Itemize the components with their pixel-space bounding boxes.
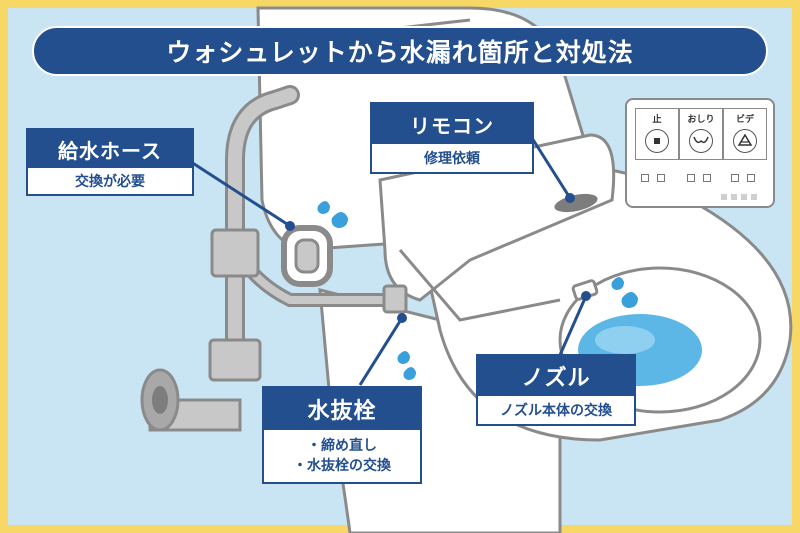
remote-indicator	[687, 174, 695, 182]
callout-heading: リモコン	[372, 104, 532, 144]
callout-remote: リモコン 修理依頼	[370, 102, 534, 174]
water-drop-icon	[611, 277, 624, 290]
remote-indicator	[731, 194, 737, 200]
remote-button-label: おしり	[687, 115, 715, 125]
stop-icon	[645, 129, 669, 153]
callout-body-line: 修理依頼	[424, 151, 480, 167]
pipe-joint	[208, 338, 262, 382]
remote-button-label: ビデ	[735, 115, 754, 125]
remote-button-stop: 止	[635, 108, 679, 160]
callout-heading: 給水ホース	[28, 130, 192, 168]
remote-control-panel: 止 おしり ビデ	[625, 98, 775, 208]
remote-indicator	[747, 174, 755, 182]
remote-button-front: ビデ	[723, 108, 767, 160]
remote-indicator	[721, 194, 727, 200]
drain-plug-fitting	[382, 284, 408, 314]
leader-line-valve	[358, 317, 404, 386]
callout-body-line: ノズル本体の交換	[500, 403, 612, 419]
remote-button-rear: おしり	[679, 108, 723, 160]
callout-nozzle: ノズル ノズル本体の交換	[476, 354, 636, 426]
bidet-front-icon	[733, 129, 757, 153]
remote-indicator	[703, 174, 711, 182]
remote-indicator	[731, 174, 739, 182]
valve-fitting	[210, 228, 260, 278]
remote-indicator	[751, 194, 757, 200]
callout-drain-valve: 水抜栓 ・締め直し ・水抜栓の交換	[262, 386, 422, 484]
washlet-arm	[398, 249, 561, 322]
callout-heading: 水抜栓	[264, 388, 420, 430]
water-drop-icon	[331, 212, 348, 228]
water-drop-icon	[397, 351, 410, 364]
callout-body-line: ・締め直し	[307, 438, 377, 454]
water-drop-icon	[621, 292, 638, 308]
leader-line-remote	[530, 137, 572, 199]
leader-line-hose	[187, 158, 291, 228]
remote-indicator	[657, 174, 665, 182]
bidet-rear-icon	[689, 129, 713, 153]
callout-supply-hose: 給水ホース 交換が必要	[26, 128, 194, 196]
water-drop-icon	[317, 201, 330, 214]
callout-heading: ノズル	[478, 356, 634, 396]
water-drop-icon	[403, 367, 416, 380]
callout-body-line: ・水抜栓の交換	[293, 458, 391, 474]
leader-line-nozzle	[558, 295, 588, 356]
toilet-bowl-water-shine	[595, 326, 655, 354]
remote-indicator	[741, 194, 747, 200]
page-title: ウォシュレットから水漏れ箇所と対処法	[32, 26, 768, 76]
remote-indicator	[641, 174, 649, 182]
remote-button-label: 止	[652, 115, 662, 125]
callout-body-line: 交換が必要	[75, 174, 145, 190]
supply-pipe-inner	[228, 88, 297, 367]
